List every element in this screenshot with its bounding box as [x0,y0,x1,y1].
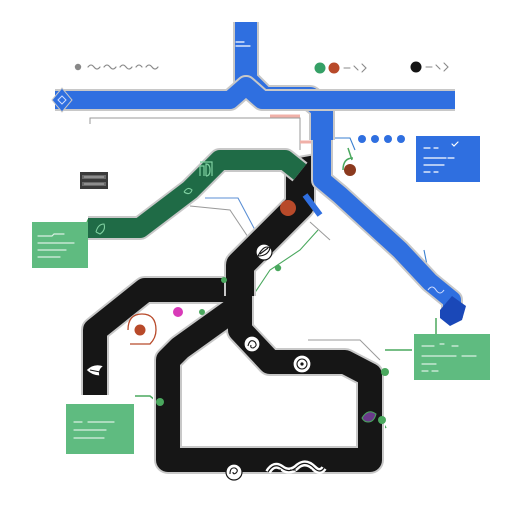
station-green-right[interactable] [381,368,389,376]
station-green-small[interactable] [199,309,205,315]
info-card-left[interactable] [32,222,88,268]
grey-dot-icon [74,63,82,71]
route-icons [57,95,445,481]
wave-icon [265,460,327,474]
black-route [80,152,385,475]
blue-dot-icon [397,135,405,143]
spiral-icon [225,463,243,481]
leaf-icon [183,187,193,195]
red-dot-icon [328,62,340,74]
flower-icon [361,411,377,423]
blue-dot-row [358,135,405,143]
map-pin-icon [57,95,67,105]
wave-icon [85,364,106,377]
blue-dot-icon [358,135,366,143]
legend-row-left [74,63,159,71]
station-green-mid[interactable] [274,264,282,272]
swirl-icon [243,335,261,353]
station-green-low[interactable] [221,277,227,283]
black-dot-icon [410,61,422,73]
stations [127,135,405,424]
info-card-bottom-right[interactable] [414,334,490,380]
leaf-icon [255,243,273,261]
station-green-bottom-right[interactable] [378,416,386,424]
info-card-bottom-left[interactable] [66,404,134,454]
legend-row-right [314,61,449,74]
legend [74,41,449,74]
station-brown-top[interactable] [344,164,356,176]
spiral-icon [292,354,312,374]
wave-icon [427,286,445,294]
leaf-icon [199,163,211,177]
station-magenta[interactable] [173,307,183,317]
blue-dot-icon [384,135,392,143]
station-red-left[interactable] [134,324,146,336]
leaf-icon [95,223,106,235]
blue-route [51,22,466,326]
film-strip-icon [80,172,108,189]
station-green-left[interactable] [156,398,164,406]
blue-dot-icon [371,135,379,143]
green-route [88,148,308,240]
info-card-top-right[interactable] [416,136,480,182]
station-red-mid[interactable] [280,200,296,216]
green-dot-icon [314,62,326,74]
